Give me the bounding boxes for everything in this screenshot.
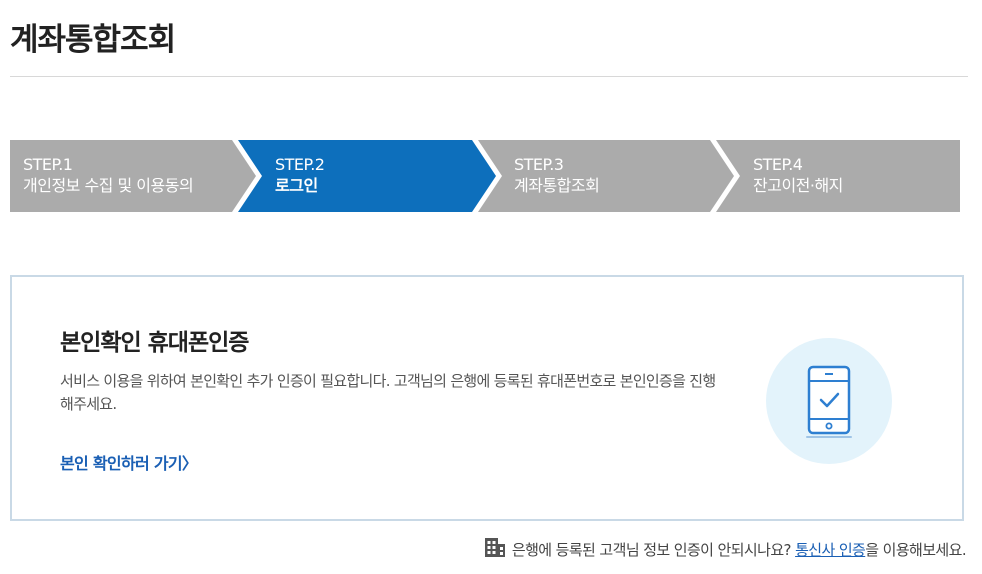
carrier-auth-link[interactable]: 통신사 인증 (795, 540, 866, 559)
chevron-right-icon: 〉 (181, 454, 198, 473)
building-icon (484, 537, 506, 561)
step-1-number: STEP.1 (23, 155, 73, 174)
phone-check-svg (806, 365, 852, 438)
phone-check-icon (766, 338, 892, 464)
alt-auth-prefix: 은행에 등록된 고객님 정보 인증이 안되시나요? (511, 540, 792, 559)
step-1-label: 개인정보 수집 및 이용동의 (23, 176, 194, 195)
step-2-label: 로그인 (275, 176, 318, 195)
title-divider (10, 76, 968, 77)
go-verify-link[interactable]: 본인 확인하러 가기〉 (60, 450, 198, 474)
step-1-arrow (10, 140, 256, 212)
step-4-label: 잔고이전·해지 (753, 176, 843, 195)
step-1: STEP.1 개인정보 수집 및 이용동의 (23, 154, 194, 196)
step-progress-bar: STEP.1 개인정보 수집 및 이용동의 STEP.2 로그인 STEP.3 … (10, 140, 960, 212)
go-verify-link-label: 본인 확인하러 가기 (60, 454, 183, 473)
alt-auth-suffix: 을 이용해보세요. (865, 540, 966, 559)
step-2-arrow (238, 140, 496, 212)
step-4-arrow (716, 140, 960, 212)
card-title: 본인확인 휴대폰인증 (60, 330, 249, 356)
step-2-number: STEP.2 (275, 155, 325, 174)
step-4-number: STEP.4 (753, 155, 803, 174)
card-description: 서비스 이용을 위하여 본인확인 추가 인증이 필요합니다. 고객님의 은행에 … (60, 372, 716, 413)
step-3: STEP.3 계좌통합조회 (514, 154, 600, 196)
step-4: STEP.4 잔고이전·해지 (753, 154, 843, 196)
step-3-label: 계좌통합조회 (514, 176, 600, 195)
step-3-arrow (478, 140, 734, 212)
phone-verification-card: 본인확인 휴대폰인증 서비스 이용을 위하여 본인확인 추가 인증이 필요합니다… (10, 275, 964, 521)
page-title: 계좌통합조회 (10, 22, 176, 58)
step-arrows (10, 140, 960, 212)
step-3-number: STEP.3 (514, 155, 564, 174)
step-2: STEP.2 로그인 (275, 154, 325, 196)
